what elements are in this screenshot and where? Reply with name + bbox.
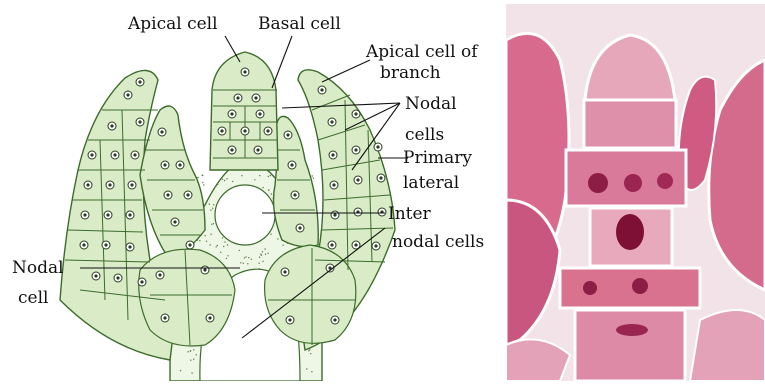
cell-nucleus (126, 211, 134, 219)
cell-nucleus (296, 224, 304, 232)
cell-nucleus (228, 110, 236, 118)
cell-nucleus (92, 272, 100, 280)
label-nodal-cell-2: cell (18, 288, 48, 308)
cell-nucleus (354, 208, 362, 216)
cell-nucleus (331, 316, 339, 324)
micrograph-nucleus-d (583, 281, 597, 295)
cell-nucleus (328, 241, 336, 249)
cell-nucleus (138, 278, 146, 286)
cell-nucleus (158, 128, 166, 136)
cell-nucleus (228, 146, 236, 154)
cell-nucleus (161, 161, 169, 169)
internodal-cell-upper (215, 185, 275, 245)
micrograph-nucleus-b (624, 174, 642, 192)
label-nodal-cell: Nodal (12, 258, 64, 278)
label-primary-lateral: Primary (403, 148, 472, 168)
cell-nucleus (176, 161, 184, 169)
label-nodal-cells-2: cells (405, 125, 444, 145)
cell-nucleus (84, 181, 92, 189)
leader-apical-branch (322, 60, 370, 82)
cell-nucleus (102, 241, 110, 249)
cell-nucleus (352, 110, 360, 118)
cell-nucleus (329, 151, 337, 159)
label-basal-cell: Basal cell (258, 14, 341, 34)
cell-nucleus (131, 151, 139, 159)
label-apical-cell-of-branch-2: branch (380, 63, 441, 83)
cell-nucleus (108, 122, 116, 130)
left-inner-branch (140, 106, 205, 260)
micrograph-nucleus-c (657, 173, 673, 189)
label-inter-nodal-cells: Inter (388, 204, 431, 224)
cell-nucleus (124, 91, 132, 99)
micrograph-internode-nucleus (616, 214, 644, 250)
cell-nucleus (234, 94, 242, 102)
cell-nucleus (318, 86, 326, 94)
cell-nucleus (378, 208, 386, 216)
cell-nucleus (184, 191, 192, 199)
cell-nucleus (136, 118, 144, 126)
cell-nucleus (80, 241, 88, 249)
micrograph-panel (506, 4, 765, 381)
cell-nucleus (254, 146, 262, 154)
cell-nucleus (88, 151, 96, 159)
cell-nucleus (328, 118, 336, 126)
label-inter-nodal-cells-2: nodal cells (392, 232, 484, 252)
cell-nucleus (136, 78, 144, 86)
cell-nucleus (156, 271, 164, 279)
micrograph-lower-node-row (560, 268, 700, 308)
label-primary-lateral-2: lateral (403, 173, 459, 193)
cell-nucleus (106, 181, 114, 189)
cell-nucleus (284, 131, 292, 139)
leader-basal-cell (272, 36, 292, 88)
cell-nucleus (354, 176, 362, 184)
cell-nucleus (186, 241, 194, 249)
cell-nucleus (377, 174, 385, 182)
micrograph-base (575, 310, 685, 381)
cell-nucleus (104, 211, 112, 219)
cell-nucleus (252, 94, 260, 102)
cell-nucleus (206, 314, 214, 322)
cell-nucleus (161, 314, 169, 322)
cell-nucleus (111, 151, 119, 159)
cell-nucleus (164, 191, 172, 199)
label-apical-cell-of-branch: Apical cell of (366, 42, 477, 62)
cell-nucleus (374, 143, 382, 151)
label-apical-cell: Apical cell (128, 14, 218, 34)
line-drawing-panel (60, 36, 408, 381)
micrograph-nucleus-e (632, 278, 648, 294)
cell-nucleus (264, 127, 272, 135)
micrograph-basal-cell (584, 100, 676, 148)
left-flank-lobe (139, 249, 235, 346)
cell-nucleus (114, 274, 122, 282)
cell-nucleus (331, 211, 339, 219)
cell-nucleus (126, 243, 134, 251)
micrograph-nucleus-a (588, 173, 608, 193)
right-flank-lobe (265, 245, 356, 343)
cell-nucleus (286, 316, 294, 324)
cell-nucleus (352, 146, 360, 154)
cell-nucleus (372, 242, 380, 250)
cell-nucleus (288, 161, 296, 169)
label-nodal-cells: Nodal (405, 94, 457, 114)
micrograph-lower-right (690, 310, 765, 381)
cell-nucleus (171, 218, 179, 226)
cell-nucleus (218, 127, 226, 135)
cell-nucleus (291, 191, 299, 199)
cell-nucleus (241, 127, 249, 135)
cell-nucleus (128, 181, 136, 189)
cell-nucleus (201, 266, 209, 274)
cell-nucleus (241, 68, 249, 76)
cell-nucleus (281, 268, 289, 276)
cell-nucleus (81, 211, 89, 219)
cell-nucleus (330, 181, 338, 189)
cell-nucleus (256, 110, 264, 118)
micrograph-base-nucleus (616, 324, 648, 336)
